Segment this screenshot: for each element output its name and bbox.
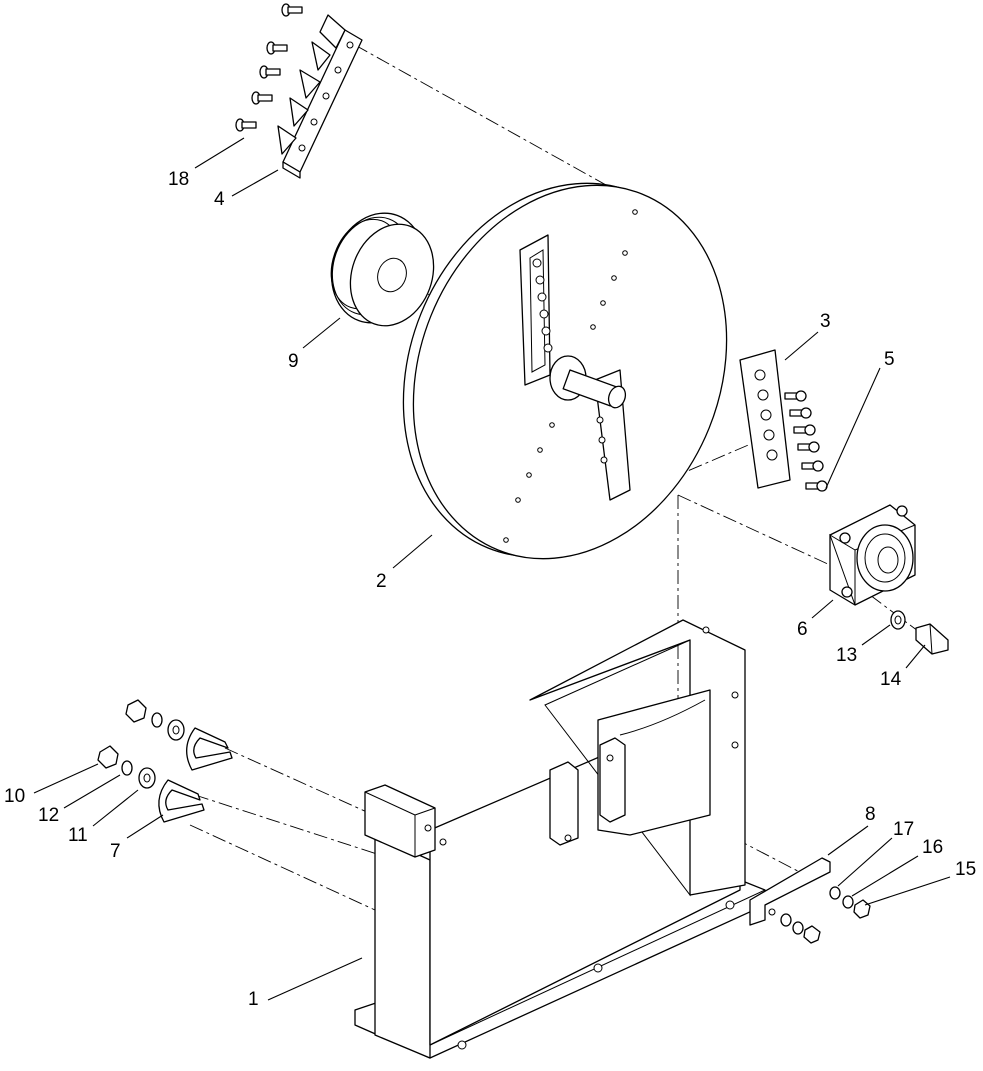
callout-13: 13 [836,645,858,666]
callout-12: 12 [38,805,60,826]
washer-part-13 [890,610,906,630]
callout-8: 8 [865,804,876,825]
frame-part-1 [354,619,766,1059]
callout-15: 15 [955,859,977,880]
callout-6: 6 [797,619,808,640]
callout-10: 10 [4,786,26,807]
screws-part-18 [235,3,303,132]
callout-18: 18 [168,169,190,190]
bolts-part-5 [784,390,828,492]
knife-bar-part-4 [277,14,363,179]
bracket-part-8 [749,857,831,926]
bearing-part-6 [829,504,916,606]
knife-plate-part-3 [739,349,791,489]
callout-7: 7 [110,841,121,862]
callout-14: 14 [880,669,902,690]
hardware-parts-15-16-17 [780,886,871,944]
callout-2: 2 [376,571,387,592]
callout-1: 1 [248,989,259,1010]
u-bolt-assembly-part-7 [158,727,233,823]
callout-3: 3 [820,311,831,332]
pulley-part-9 [330,212,435,327]
leader-lines [33,137,951,1001]
callout-5: 5 [884,349,895,370]
callout-16: 16 [922,837,944,858]
nuts-washers-parts-10-11-12 [97,699,185,789]
callout-11: 11 [68,825,88,846]
callout-4: 4 [214,189,225,210]
cutter-disc-part-2 [402,182,728,560]
callout-17: 17 [893,819,915,840]
callout-9: 9 [288,351,299,372]
